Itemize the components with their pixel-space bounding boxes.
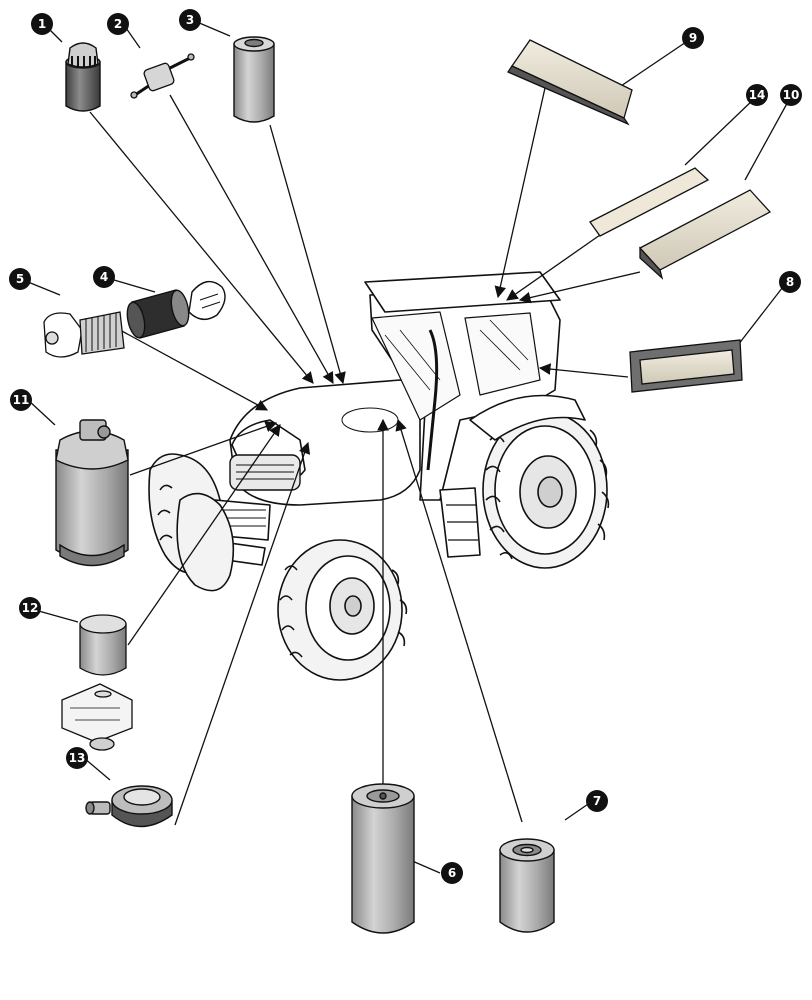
part-3-fuel-filter <box>233 36 275 123</box>
part-9-cab-roof-filter <box>507 39 633 126</box>
part-11-hydraulic-filter <box>55 419 129 567</box>
svg-text:10: 10 <box>783 88 800 102</box>
tractor-cab <box>364 271 561 558</box>
callout-4: 4 <box>93 266 115 288</box>
part-4-pre-cleaner <box>126 280 226 339</box>
part-2-inline-fuel-filter <box>130 53 195 99</box>
part-6-main-air-filter <box>351 783 415 934</box>
svg-text:3: 3 <box>186 13 194 27</box>
svg-text:2: 2 <box>114 17 122 31</box>
callout-12: 12 <box>19 597 41 619</box>
front-wheel-near <box>277 539 408 681</box>
svg-text:6: 6 <box>448 866 456 880</box>
callout-3: 3 <box>179 9 201 31</box>
svg-text:8: 8 <box>786 275 794 289</box>
svg-text:7: 7 <box>593 794 601 808</box>
leader-lines <box>27 21 791 874</box>
svg-text:13: 13 <box>69 751 86 765</box>
svg-text:11: 11 <box>13 393 30 407</box>
callout-markers: 1 2 3 4 5 6 7 8 9 10 11 12 13 14 <box>9 9 802 884</box>
svg-text:9: 9 <box>689 31 697 45</box>
part-7-safety-filter <box>499 838 555 933</box>
tractor-illustration <box>148 271 610 681</box>
part-8-cab-side-filter <box>629 339 743 393</box>
part-10-cab-charcoal-filter <box>638 189 772 280</box>
callout-14: 14 <box>746 84 768 106</box>
callout-5: 5 <box>9 268 31 290</box>
svg-text:12: 12 <box>22 601 39 615</box>
callout-8: 8 <box>779 271 801 293</box>
part-5-air-intake <box>43 311 125 358</box>
part-14-cab-pre-filter <box>589 167 710 237</box>
callout-7: 7 <box>586 790 608 812</box>
part-12-fuel-water-separator <box>61 614 133 751</box>
callout-10: 10 <box>780 84 802 106</box>
part-1-oil-filter <box>65 42 101 112</box>
callout-9: 9 <box>682 27 704 49</box>
svg-text:4: 4 <box>100 270 108 284</box>
svg-text:14: 14 <box>749 88 766 102</box>
svg-text:5: 5 <box>16 272 24 286</box>
svg-text:1: 1 <box>38 17 46 31</box>
part-13-breather-filter <box>85 785 173 828</box>
callout-13: 13 <box>66 747 88 769</box>
callout-6: 6 <box>441 862 463 884</box>
callout-2: 2 <box>107 13 129 35</box>
callout-11: 11 <box>10 389 32 411</box>
callout-1: 1 <box>31 13 53 35</box>
